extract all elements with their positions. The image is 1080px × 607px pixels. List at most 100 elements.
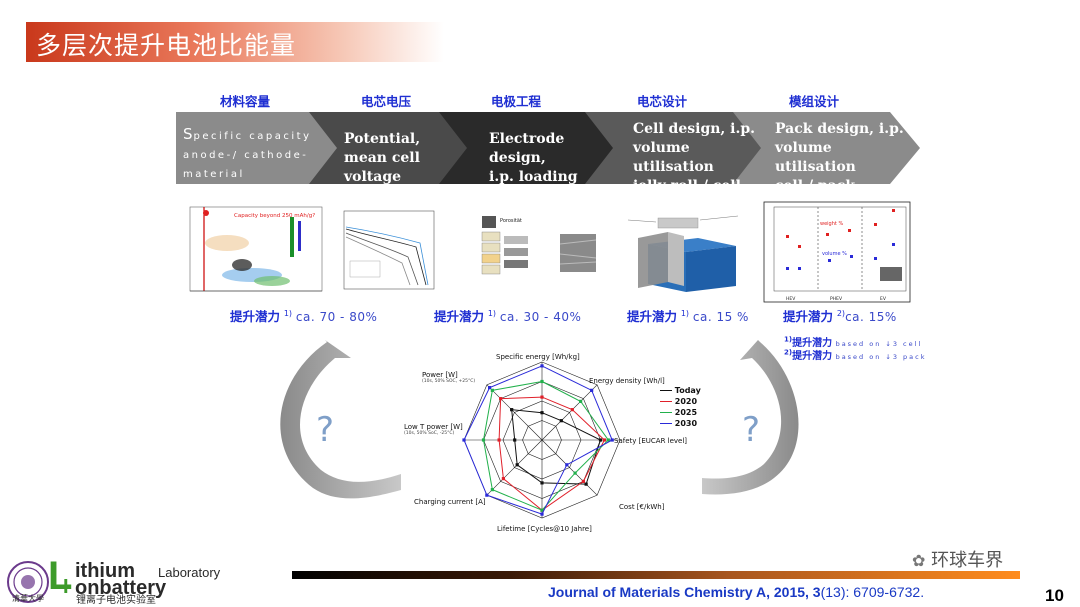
- radar-series-line-2020: [498, 396, 606, 511]
- radar-axis-8: [486, 384, 543, 441]
- radar-point-2025-4: [573, 471, 577, 475]
- radar-series: [462, 364, 614, 516]
- logo-letter-l: L: [48, 554, 73, 598]
- thumb5-volume-label: volume %: [822, 251, 847, 257]
- legend-item-today: Today: [660, 386, 716, 397]
- radar-point-2025-2: [579, 399, 583, 403]
- logo-word-onbattery: onbattery: [75, 577, 167, 599]
- logo-letter-i: I: [63, 576, 69, 598]
- radar-point-today-4: [584, 482, 588, 486]
- radar-axis-label-energy-density: Energy density [Wh/l]: [589, 377, 665, 385]
- page-number: 10: [1045, 586, 1064, 605]
- radar-point-today-2: [559, 419, 563, 423]
- question-mark-left: ?: [316, 410, 335, 450]
- radar-point-2030-2: [590, 388, 594, 392]
- thumb1-red-label: Capacity beyond 250 mAh/g?: [234, 213, 315, 219]
- arrow-pack: [733, 112, 920, 184]
- legend-item-2020: 2020: [660, 397, 716, 408]
- radar-point-2025-8: [490, 388, 494, 392]
- radar-axis-label-lifetime: Lifetime [Cycles@10 Jahre]: [497, 525, 592, 533]
- legend-item-2030: 2030: [660, 419, 716, 430]
- radar-point-2020-1: [540, 395, 544, 399]
- radar-point-2020-7: [497, 438, 501, 442]
- radar-point-today-3: [598, 438, 603, 442]
- arrow-voltage: [309, 112, 470, 184]
- footnote-2: 2)提升潜力 based on ↓3 pack: [784, 348, 927, 362]
- radar-axis-2: [541, 384, 598, 441]
- logo-word-laboratory: Laboratory: [158, 565, 221, 580]
- radar-legend: Today 2020 2025 2030: [660, 386, 716, 430]
- thumbnail-cell-design: [628, 208, 750, 298]
- radar-point-2025-7: [481, 438, 486, 442]
- curved-arrow-left: [280, 340, 401, 499]
- radar-axis-label-low-t-power: Low T power [W] (10s, 50% SoC, -25°C): [404, 423, 463, 436]
- radar-point-2030-3: [610, 438, 614, 442]
- thumb3-title: Porosität: [500, 218, 522, 224]
- thumb5-weight-label: weight %: [820, 221, 843, 227]
- radar-axis-label-specific-energy: Specific energy [Wh/kg]: [496, 353, 580, 361]
- radar-point-2025-3: [606, 438, 610, 442]
- arrow-text-material: Specific capacity anode-/ cathode- mater…: [183, 125, 312, 180]
- logo-word-ithium: ithium: [75, 560, 135, 582]
- radar-axis-label-safety: Safety [EUCAR level]: [614, 437, 688, 445]
- arrow-cell: [585, 112, 764, 184]
- curved-arrow-right: [702, 340, 799, 495]
- radar-point-today-6: [515, 463, 519, 467]
- question-mark-right: ?: [742, 410, 761, 450]
- radar-point-today-8: [510, 408, 514, 412]
- potential-pack: 提升潜力 2)ca. 15%: [783, 309, 897, 324]
- potential-cell: 提升潜力 1) ca. 15 %: [627, 309, 749, 324]
- university-name: 清華大學: [12, 594, 44, 603]
- thumbnail-voltage-curves: [336, 207, 438, 297]
- thumb5-x-phev: PHEV: [830, 296, 843, 302]
- radar-point-today-7: [513, 438, 517, 442]
- thumb5-x-hev: HEV: [786, 296, 796, 302]
- thumbnail-pack-chart: weight % volume % HEV PHEV EV: [762, 201, 912, 303]
- radar-chart: [462, 361, 621, 519]
- arrow-electrode: [439, 112, 616, 184]
- radar-axis-label-cost: Cost [€/kWh]: [619, 503, 665, 511]
- radar-point-2025-5: [540, 508, 544, 512]
- radar-point-2030-5: [540, 512, 544, 516]
- watermark: ✿ 环球车界: [912, 550, 1004, 571]
- arrow-text-electrode: Electrode design, i.p. loading: [489, 131, 578, 185]
- logo-chinese-name: 锂离子电池实验室: [76, 595, 156, 606]
- footnote-1: 1)提升潜力 based on ↓3 cell: [784, 335, 923, 349]
- potential-material: 提升潜力 1) ca. 70 - 80%: [230, 309, 378, 324]
- radar-point-2020-2: [570, 408, 574, 412]
- legend-item-2025: 2025: [660, 408, 716, 419]
- journal-citation: Journal of Materials Chemistry A, 2015, …: [548, 584, 925, 600]
- radar-point-today-1: [540, 411, 544, 415]
- arrow-material: [176, 112, 340, 184]
- potential-electrode: 提升潜力 1) ca. 30 - 40%: [434, 309, 582, 324]
- radar-series-line-2025: [482, 380, 609, 511]
- thumbnail-capacity-chart: Capacity beyond 250 mAh/g?: [182, 203, 332, 301]
- arrow-text-pack: Pack design, i.p. volume utilisation cel…: [775, 121, 904, 194]
- thumbnail-electrode-design: Porosität: [478, 214, 598, 282]
- radar-axis-label-power: Power [W] (10s, 50% SOC, +25°C): [422, 371, 476, 384]
- radar-axis-6: [486, 439, 543, 496]
- process-arrows: [176, 112, 920, 184]
- wechat-icon: ✿: [912, 551, 926, 570]
- radar-point-2020-3: [602, 438, 606, 442]
- radar-point-2020-8: [499, 397, 503, 401]
- radar-point-2030-6: [485, 493, 489, 497]
- radar-point-2020-6: [501, 477, 505, 481]
- radar-point-today-5: [540, 481, 544, 485]
- radar-grid: [463, 361, 621, 519]
- slide-title: 多层次提升电池比能量: [36, 31, 297, 60]
- radar-point-2030-7: [462, 438, 466, 442]
- step-heading-voltage: 电芯电压: [360, 94, 411, 109]
- radar-point-2020-4: [581, 479, 585, 483]
- step-heading-pack: 模组设计: [788, 94, 839, 109]
- radar-point-2030-8: [488, 386, 492, 390]
- step-heading-material: 材料容量: [219, 94, 270, 109]
- footer-gradient-bar: [292, 571, 1020, 579]
- arrow-text-voltage: Potential, mean cell voltage: [344, 131, 421, 185]
- step-heading-electrode: 电极工程: [490, 94, 541, 109]
- radar-point-2025-6: [490, 488, 494, 492]
- radar-point-2025-1: [540, 379, 544, 384]
- step-heading-cell: 电芯设计: [636, 94, 687, 109]
- title-banner: [26, 22, 444, 62]
- arrow-text-cell: Cell design, i.p. volume utilisation jel…: [633, 121, 756, 194]
